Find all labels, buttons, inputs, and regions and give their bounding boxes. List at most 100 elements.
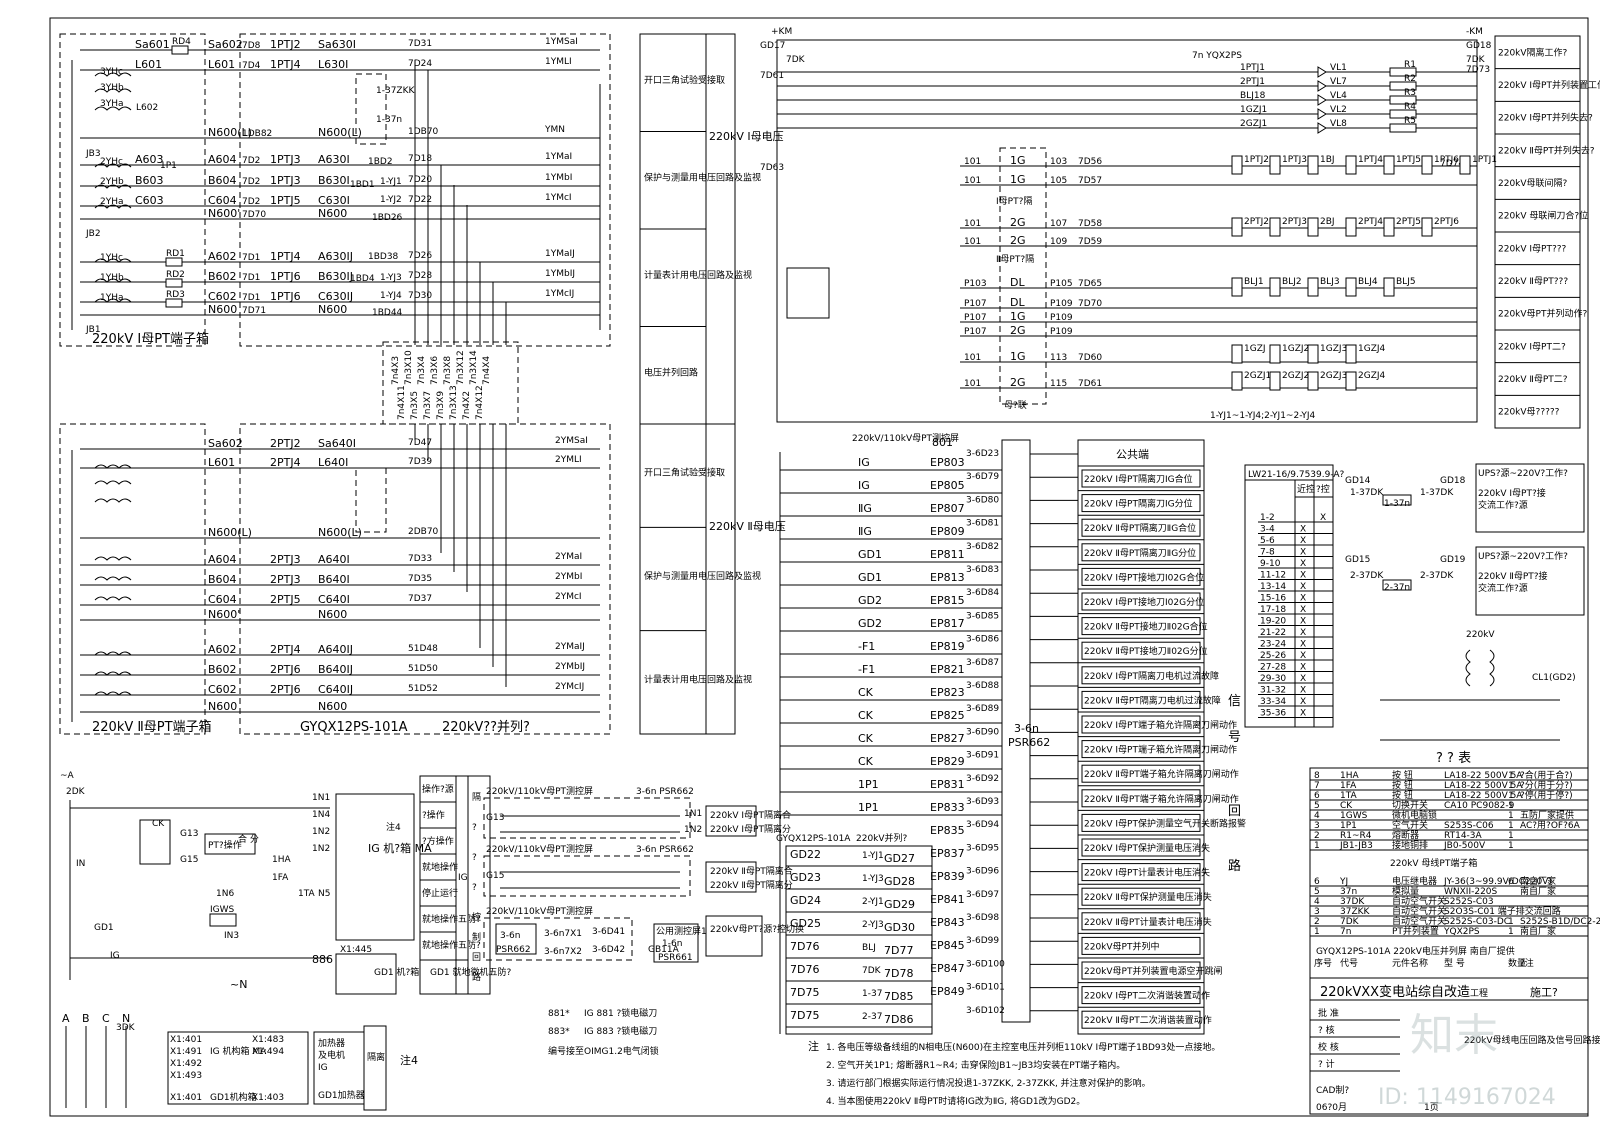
- relay-coil: [1345, 155, 1357, 175]
- sign-row: 校 核: [1318, 1041, 1339, 1053]
- d61: 7D61: [760, 71, 784, 81]
- pt1-row-relay: 1PTJ4: [270, 58, 301, 71]
- psr-b2-n: 3-6n PSR662: [636, 845, 694, 855]
- relay-coil: [1345, 277, 1357, 297]
- lw-row: 3-4: [1260, 525, 1275, 535]
- bom-cell: 3: [1314, 907, 1320, 917]
- signal-desc: 220kV母PT并列装置电源空开跳闸: [1084, 965, 1222, 977]
- switch-b: P105: [1050, 279, 1073, 289]
- lw-row: 29-30: [1260, 674, 1286, 684]
- psr-b3-t2: 3-6n7X2: [544, 947, 582, 957]
- psr662-bar: [1001, 439, 1031, 1023]
- dk-left: 7DK: [786, 55, 806, 65]
- bl-in: IN: [76, 859, 85, 869]
- signal-item: 1P1: [858, 801, 879, 814]
- pt1-panel-box: [239, 33, 611, 347]
- bom-cell: 4: [1314, 897, 1320, 907]
- pt2-row-out: 2YMcⅠ: [555, 592, 582, 602]
- svg-text:?: ?: [472, 823, 477, 833]
- signal-item: GD2: [858, 594, 882, 607]
- pt1-terminal-box: [59, 33, 206, 347]
- lw-mark: X: [1300, 709, 1306, 719]
- bom-cell: 1FA: [1340, 781, 1357, 791]
- relay-coil: [1345, 344, 1357, 364]
- gd-left: 7D76: [790, 940, 819, 953]
- bom-cell: 4: [1314, 811, 1320, 821]
- bom-cell: 7: [1314, 781, 1320, 791]
- signal-desc: 220kV Ⅰ母PT保护测量电压消失: [1084, 842, 1210, 854]
- fuse-rd2: [165, 278, 183, 288]
- bl-fa: 1FA: [272, 873, 289, 883]
- lw-mark: X: [1300, 536, 1306, 546]
- indicator-r: R5: [1404, 116, 1416, 126]
- ig-box: [335, 793, 415, 941]
- signal-ep: EP821: [930, 663, 965, 676]
- signal-item: -F1: [858, 640, 875, 653]
- pt1-row-wire: C630Ⅰ: [318, 194, 350, 207]
- psr-b3-r3: PSR661: [658, 953, 693, 963]
- switch-b: 115: [1050, 379, 1067, 389]
- pt1-row-left: B603: [135, 174, 164, 187]
- bom-cell: 5: [1314, 801, 1320, 811]
- gd-panel2: 220kV并列?: [856, 832, 908, 844]
- bom-hdr: 元件名称: [1392, 957, 1428, 969]
- gd-yj: 1-YJ1: [862, 851, 884, 861]
- bom-cell: S2O3S-C01 端子排交流回路: [1444, 905, 1561, 917]
- gd-yj: 2-YJ1: [862, 897, 884, 907]
- bom-cell: S252S-B1D/DC2-2: [1520, 917, 1600, 927]
- gd18-top: GD18: [1466, 41, 1492, 51]
- svg-text:控: 控: [472, 911, 481, 923]
- op-row: 就地操作: [422, 861, 458, 873]
- signal-ep: EP803: [930, 456, 965, 469]
- ups-n2: 2-37n: [1384, 583, 1410, 593]
- ups2-a: 220kV Ⅱ母PT?接: [1478, 570, 1548, 582]
- signal-desc: 220kV Ⅱ母PT接地刀Ⅱ02G分位: [1084, 645, 1208, 657]
- fuse-rd4: [171, 45, 189, 55]
- pt1-row-term: 7D28: [408, 271, 432, 281]
- bom-hdr: 代号: [1340, 958, 1358, 969]
- pt1-row-out: 1YMcⅠ: [545, 193, 572, 203]
- n801: 801: [932, 436, 953, 449]
- switch-c: 7D56: [1078, 157, 1102, 167]
- relay-label: 2PTJ6: [1434, 217, 1459, 227]
- bom-cell: WNXII-220S: [1444, 887, 1498, 897]
- legend-row: 220kV Ⅰ母PT???: [1498, 243, 1567, 254]
- pt1-bd4: 1BD4: [350, 274, 375, 284]
- bl-gd1: GD1: [94, 923, 114, 933]
- bom-cell: 按 钮: [1392, 779, 1413, 791]
- signal-desc: 220kV Ⅱ母PT计量表计电压消失: [1084, 916, 1212, 928]
- pt2-row-term: 51D48: [408, 644, 438, 654]
- switch-c: 7D65: [1078, 279, 1102, 289]
- psr-b3-a: 3-6n: [500, 931, 520, 941]
- abc-a: A: [62, 1012, 70, 1025]
- signal-d6: 3-6D88: [966, 681, 999, 691]
- pt1-row-mid: C602: [208, 290, 237, 303]
- pt1-row-out: YMN: [544, 125, 565, 135]
- relay-label: 2GZJ3: [1320, 371, 1347, 381]
- pt2-row-out: 2YMaⅠ: [555, 552, 582, 562]
- switch-b: 109: [1050, 237, 1067, 247]
- bom-cell: 1: [1508, 841, 1514, 851]
- pt2-row-mid: N600': [208, 608, 240, 621]
- svg-text:路: 路: [1228, 858, 1241, 874]
- signal-d6: 3-6D23: [966, 449, 999, 459]
- pt2-row-term: 7D37: [408, 594, 432, 604]
- bom-cell: JY-36(3~99.9V/DC220V): [1443, 877, 1552, 887]
- ups-dk3: 2-37DK: [1350, 571, 1384, 581]
- date-label: 06?0月: [1316, 1102, 1347, 1113]
- pt2-row-term: 7D39: [408, 457, 432, 467]
- indicator-r: R3: [1404, 88, 1416, 98]
- signal-ep: EP835: [930, 824, 965, 837]
- bom-hdr: 序号: [1314, 957, 1332, 969]
- minus-km: -KM: [1466, 27, 1483, 37]
- pt2-row-mid: N600(L): [208, 526, 252, 539]
- bom-cell: 按 钮: [1392, 769, 1413, 781]
- switch-a: P107: [964, 313, 987, 323]
- ups-dk2: 1-37DK: [1420, 488, 1454, 498]
- signal-d6: 3-6D79: [966, 472, 999, 482]
- pt1-row-wire: N600: [318, 303, 347, 316]
- relay-label: 1BJ: [1320, 155, 1335, 165]
- pt2-row-term: 51D52: [408, 684, 438, 694]
- ups-dk4: 2-37DK: [1420, 571, 1454, 581]
- switch-a: P103: [964, 279, 987, 289]
